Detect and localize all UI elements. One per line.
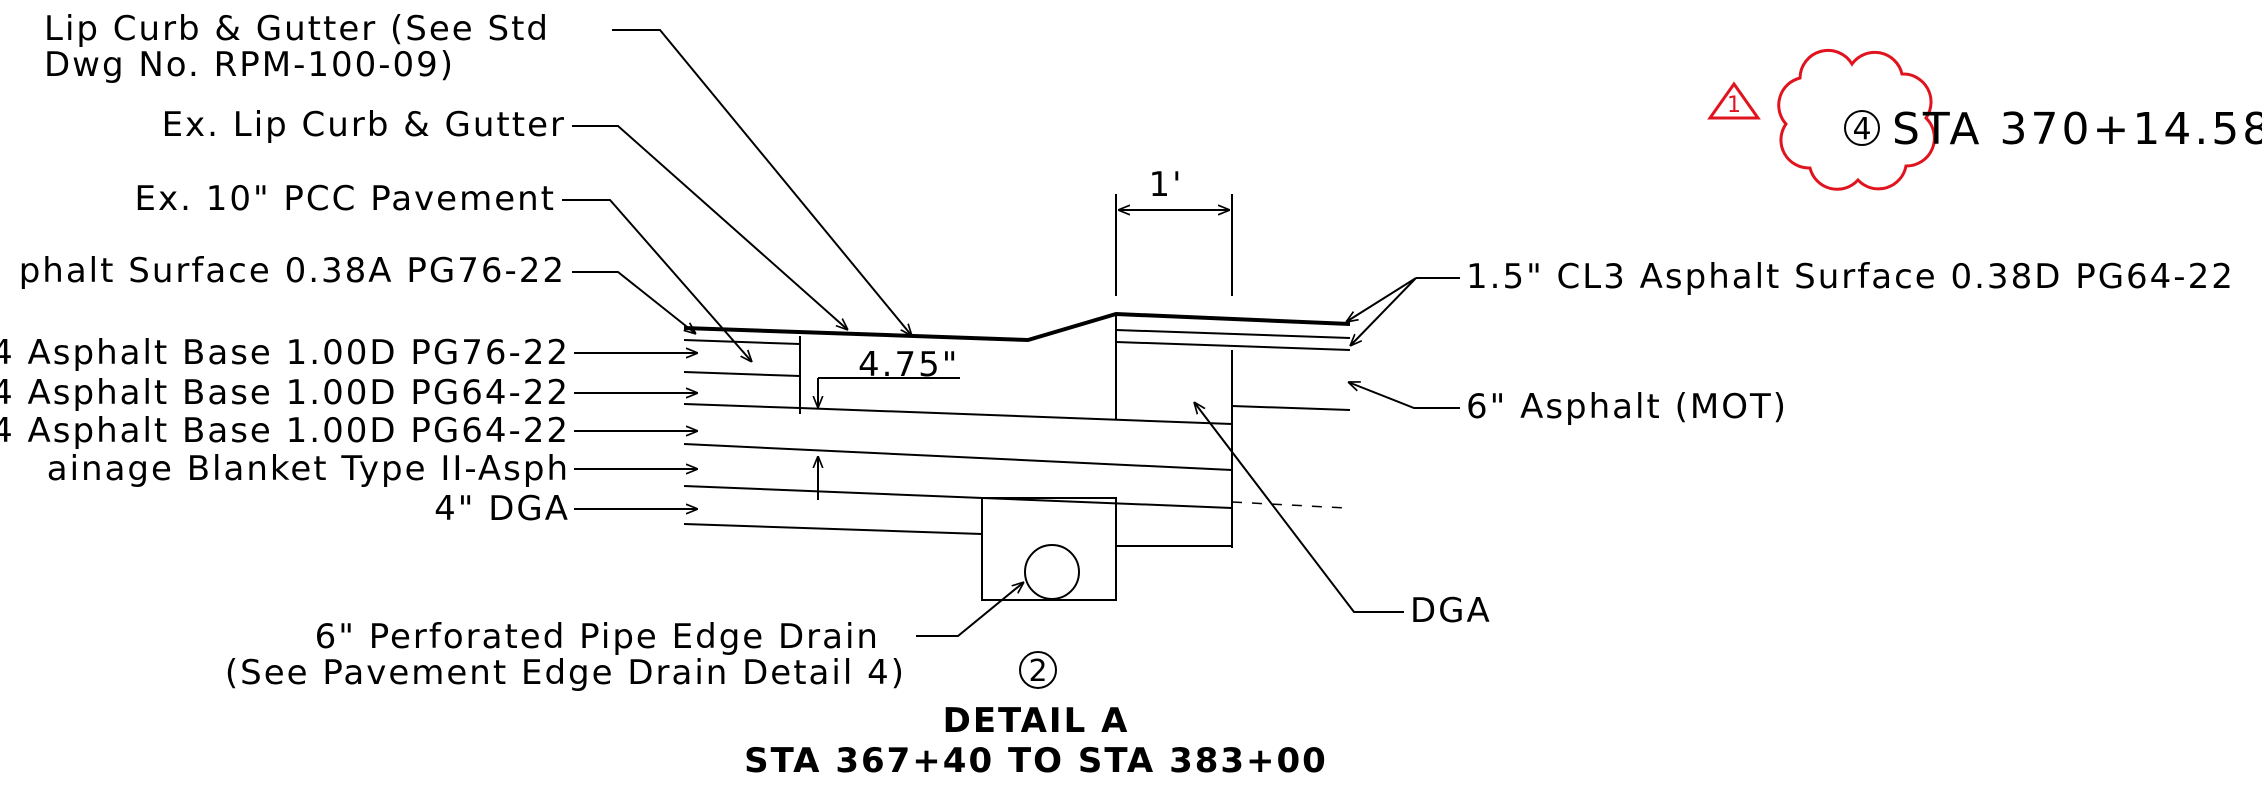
label-ex-pcc: Ex. 10" PCC Pavement [135, 179, 557, 219]
label-asphalt-base-3: 4 Asphalt Base 1.00D PG64-22 [0, 411, 570, 451]
station-marker-circle [1844, 110, 1880, 146]
label-dga-right: DGA [1410, 591, 1492, 631]
label-asphalt-surface-right: 1.5" CL3 Asphalt Surface 0.38D PG64-22 [1466, 257, 2235, 297]
label-lip-curb-line2: Dwg No. RPM-100-09) [44, 45, 455, 85]
label-perf-pipe-line1: 6" Perforated Pipe Edge Drain [315, 617, 880, 657]
detail-marker: 2 [1028, 654, 1047, 689]
detail-title: DETAIL A [943, 701, 1130, 741]
revision-triangle-number: 1 [1727, 93, 1741, 118]
leader-lines-left [562, 29, 912, 509]
station-marker: 4 [1852, 112, 1871, 147]
revision-cloud-icon [1777, 48, 1936, 191]
revision-callout: 1 4 STA 370+14.58 [1707, 48, 2262, 191]
leader-perf-pipe [916, 582, 1024, 637]
pavement-section [683, 311, 1351, 601]
label-asphalt-base-1: 4 Asphalt Base 1.00D PG76-22 [0, 333, 570, 373]
revision-triangle-icon [1707, 81, 1761, 120]
station-callout: STA 370+14.58 [1892, 104, 2262, 155]
dim-1ft-label: 1' [1149, 165, 1184, 205]
label-asphalt-mot: 6" Asphalt (MOT) [1466, 387, 1788, 427]
label-lip-curb-line1: Lip Curb & Gutter (See Std [44, 9, 550, 49]
label-dga-4in: 4" DGA [434, 489, 570, 529]
label-ex-lip-curb: Ex. Lip Curb & Gutter [162, 105, 566, 145]
dimension-1ft: 1' [1115, 165, 1233, 296]
label-perf-pipe-line2: (See Pavement Edge Drain Detail 4) [225, 653, 906, 693]
detail-marker-circle [1019, 651, 1057, 689]
label-asphalt-surface-left: phalt Surface 0.38A PG76-22 [19, 251, 566, 291]
leader-lines-right [1194, 277, 1460, 613]
dimension-4-75: 4.75" [818, 345, 960, 500]
label-drainage-blanket: ainage Blanket Type II-Asph [47, 449, 570, 489]
detail-station-range: STA 367+40 TO STA 383+00 [744, 741, 1328, 781]
label-asphalt-base-2: 4 Asphalt Base 1.00D PG64-22 [0, 373, 570, 413]
